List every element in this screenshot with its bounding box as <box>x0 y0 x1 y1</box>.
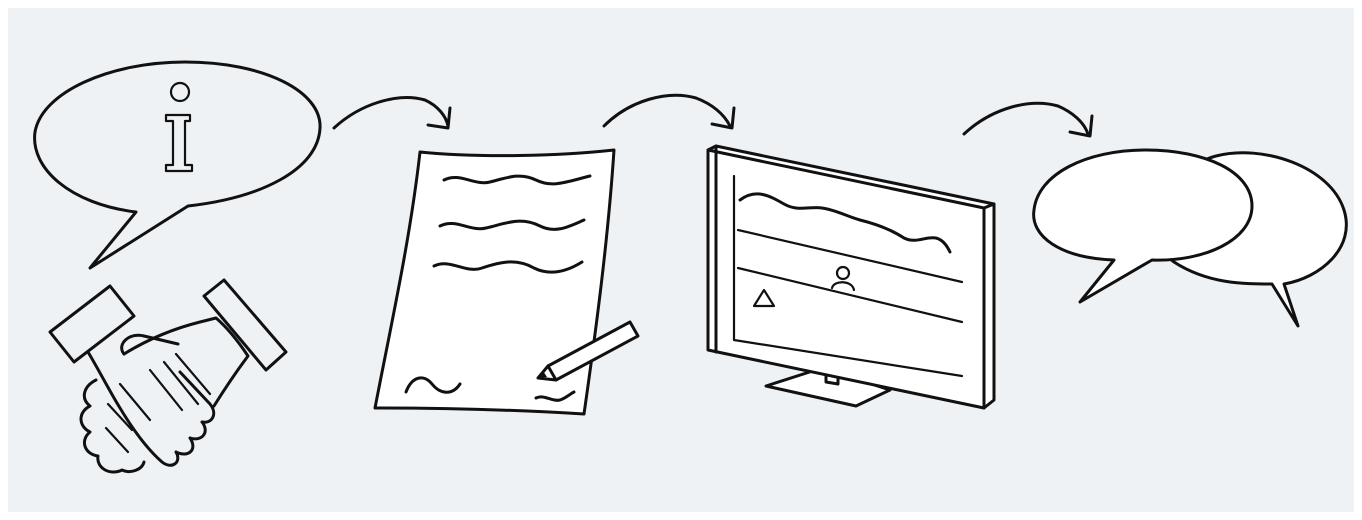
step-conversation <box>1034 150 1347 326</box>
step-info-agreement <box>35 62 320 472</box>
info-speech-bubble-icon <box>35 62 320 268</box>
document-icon <box>375 150 614 414</box>
connector-arrow-3 <box>964 103 1092 136</box>
step-signed-document <box>375 150 638 414</box>
connector-arrow-2 <box>604 95 734 128</box>
connector-arrow-1 <box>334 98 450 128</box>
handshake-icon <box>50 280 286 472</box>
step-monitor-display <box>708 146 994 408</box>
monitor-icon <box>708 146 994 408</box>
flow-diagram <box>8 8 1354 512</box>
conversation-bubbles-icon <box>1034 150 1347 326</box>
flow-diagram-canvas <box>8 8 1354 512</box>
